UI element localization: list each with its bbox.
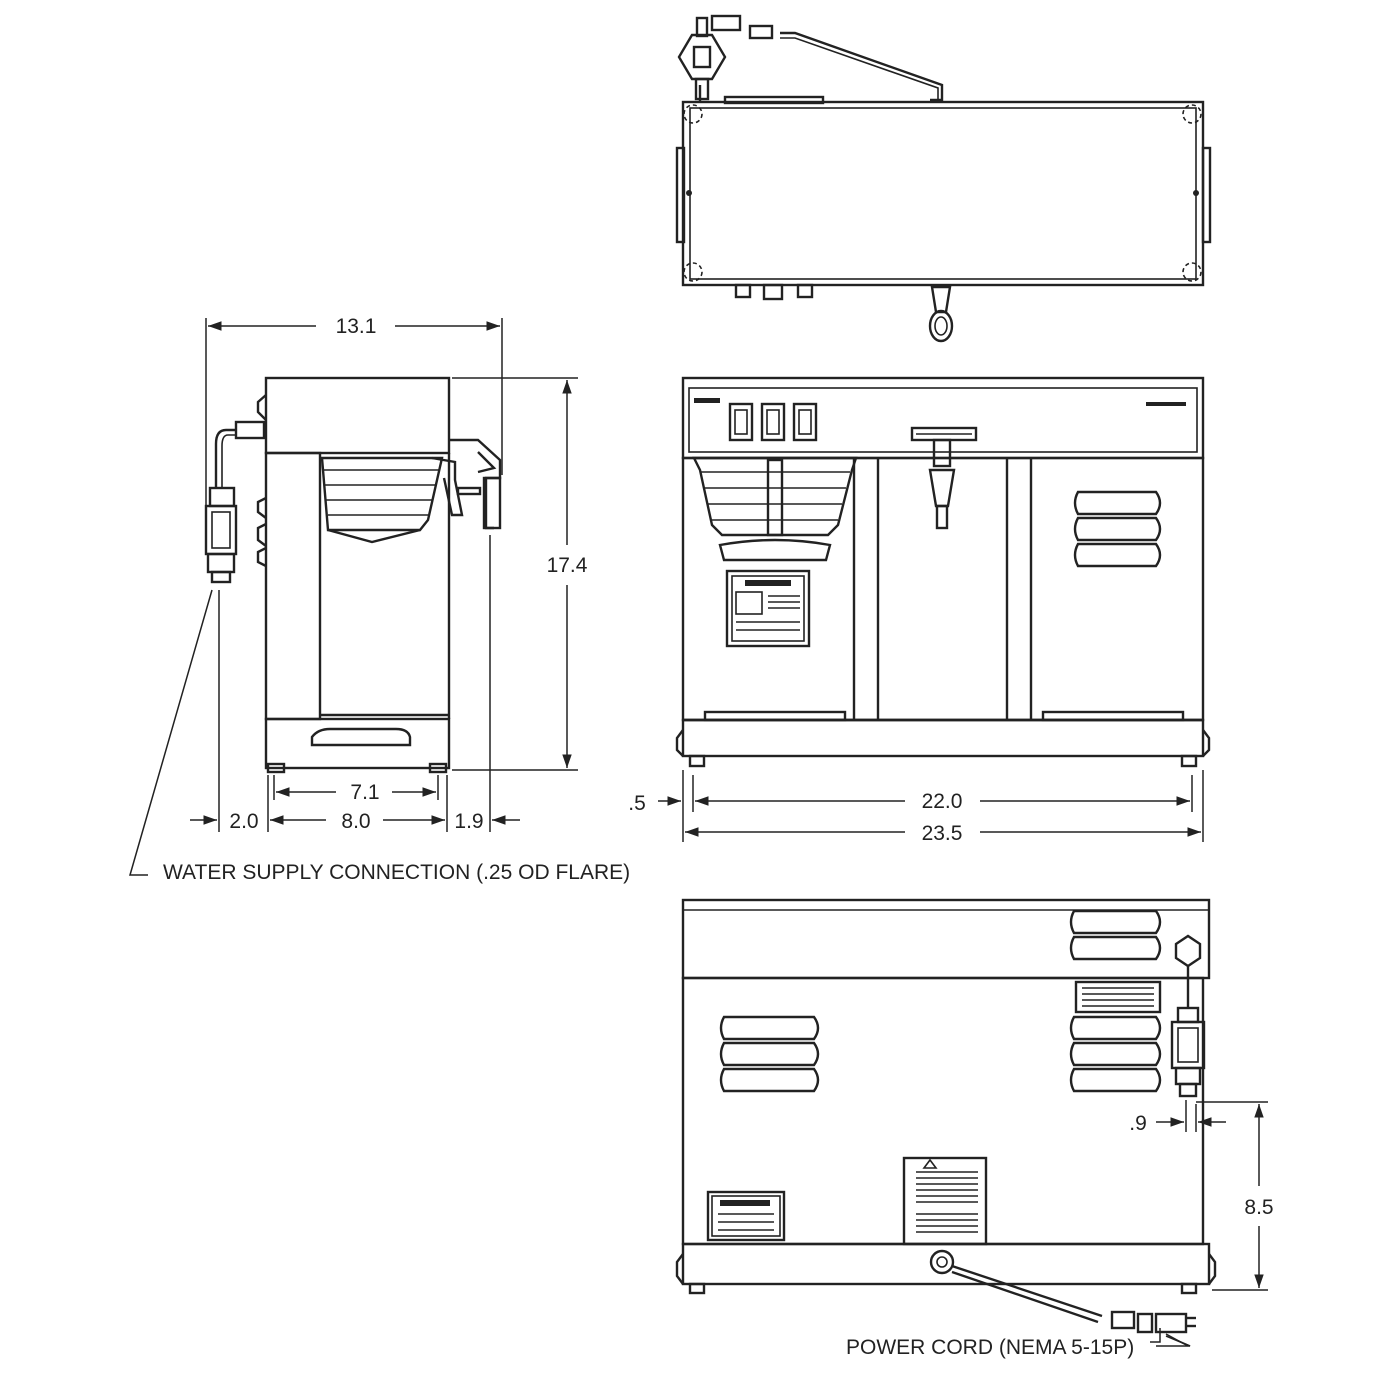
water-fitting-icon [677,14,774,101]
vent-slots-rear-left [719,1015,820,1093]
dim-fitting-height: 8.5 [1244,1196,1273,1219]
power-cord-callout: POWER CORD (NEMA 5-15P) [846,1336,1134,1359]
dim-inner-width: 22.0 [922,790,963,813]
water-supply-fitting-icon [204,420,266,584]
dim-front-inner: 7.1 [350,781,379,804]
power-cord-icon [929,1249,1196,1334]
vent-slots-front [1073,490,1162,568]
vent-slots-rear-right [1069,909,1162,1093]
faucet-top-icon [928,285,954,343]
dim-foot-offset: .5 [628,792,646,815]
hot-water-faucet-icon [910,426,978,530]
dim-fitting-offset: .9 [1129,1112,1147,1135]
faucet-side-icon [449,438,502,530]
brew-funnel-front [692,456,858,562]
rear-dimensions: .9 8.5 POWER CORD (NEMA 5-15P) [846,1100,1274,1359]
side-view [129,376,502,876]
dim-height: 17.4 [547,554,588,577]
rocker-switch-icons [728,402,818,442]
warning-label-rear [902,1156,988,1246]
serial-plate [706,1190,786,1242]
dim-faucet-offset: 1.9 [454,810,483,833]
front-dimensions: .5 22.0 23.5 [628,770,1204,845]
dim-side-width: 13.1 [336,315,377,338]
rear-water-inlet-icon [1170,934,1206,1098]
rear-view [675,898,1217,1334]
dim-left-offset: 2.0 [229,810,258,833]
dim-base-depth: 8.0 [341,810,370,833]
top-view [675,14,1212,343]
side-dimensions: 13.1 17.4 7.1 2.0 8.0 1.9 WATER SUPPLY C… [163,315,630,884]
water-supply-callout: WATER SUPPLY CONNECTION (.25 OD FLARE) [163,861,630,884]
dim-overall-width: 23.5 [922,822,963,845]
front-view [675,376,1211,768]
warning-label-front [725,569,811,648]
brew-funnel-side [320,456,482,544]
